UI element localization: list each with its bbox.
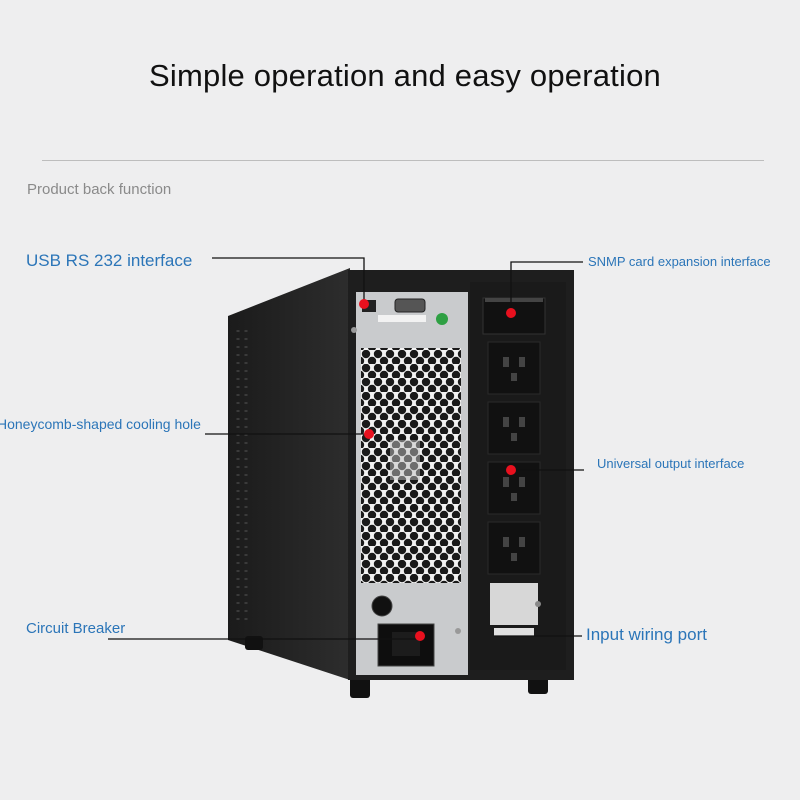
rs232-port [394,298,426,313]
header-divider [42,160,764,161]
ground-indicator [436,313,448,325]
ups-side-panel [228,268,350,680]
callout-lines [108,257,584,640]
ups-foot [245,636,263,650]
serial-label [378,315,426,322]
output-sockets [487,341,541,575]
page-title: Simple operation and easy operation [149,58,661,93]
callout-usb-rs232: USB RS 232 interface [26,251,193,270]
terminal-cover [490,583,538,625]
ups-foot [350,676,370,698]
section-subtitle: Product back function [27,181,172,198]
callout-cooling-hole: Honeycomb-shaped cooling hole [0,416,201,432]
callout-snmp-card: SNMP card expansion interface [588,254,771,269]
circuit-breaker-switch [371,595,393,617]
callout-input-wiring-port: Input wiring port [586,625,707,644]
callout-markers [359,299,516,641]
callout-circuit-breaker: Circuit Breaker [26,620,126,637]
callout-universal-output: Universal output interface [597,456,745,471]
